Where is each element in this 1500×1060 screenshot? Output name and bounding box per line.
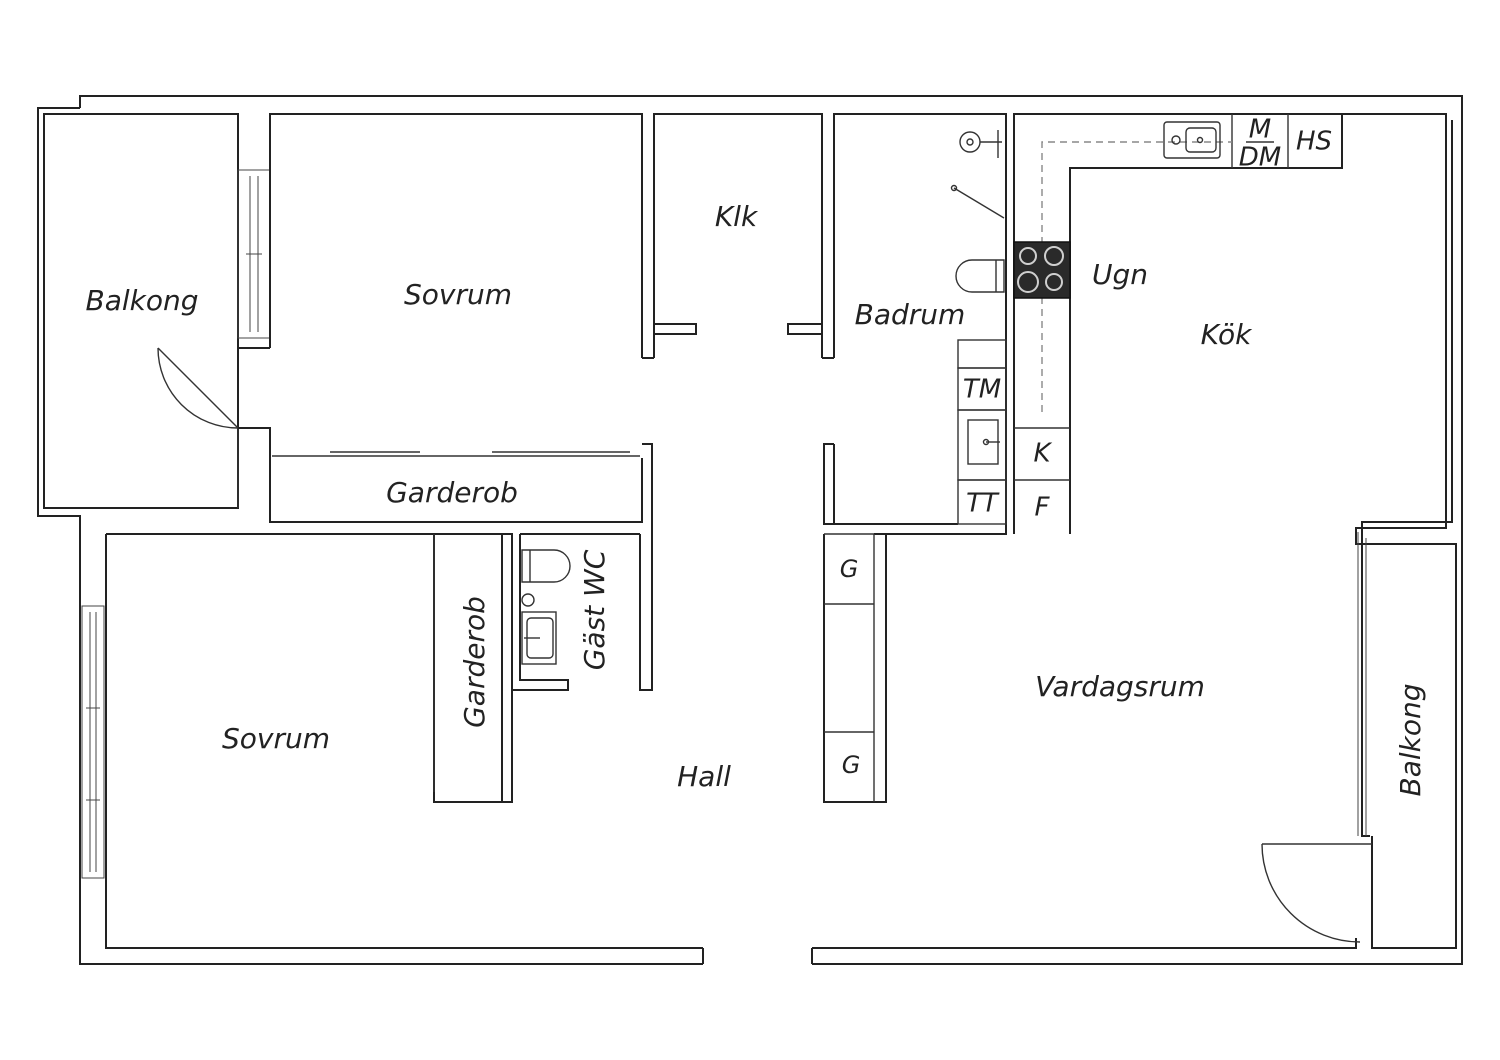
label-freezer: F <box>1035 493 1051 523</box>
guest-wc <box>512 533 640 691</box>
room-label-hall: Hall <box>677 760 731 793</box>
label-dishwasher: DM <box>1239 143 1281 173</box>
sink-icon <box>967 419 1000 465</box>
room-label-wardrobe-north: Garderob <box>386 476 518 509</box>
window-icon <box>237 169 271 339</box>
kitchen-counters <box>1013 113 1447 545</box>
window-icon <box>81 605 105 879</box>
wardrobe-north <box>269 443 653 691</box>
label-wardrobe-top: G <box>840 555 859 583</box>
label-oven: Ugn <box>1092 258 1148 291</box>
room-label-kitchen: Kök <box>1201 318 1253 351</box>
room-label-wardrobe-south: Garderob <box>458 596 491 728</box>
closet-klk <box>642 113 834 359</box>
label-wardrobe-bottom: G <box>842 751 861 779</box>
label-high-cabinet: HS <box>1296 127 1332 157</box>
hob-icon <box>1013 241 1071 299</box>
label-microwave: M <box>1249 115 1271 145</box>
kitchen-sink-icon <box>1163 121 1221 159</box>
room-labels: Balkong Sovrum Klk Badrum Ugn Kök Garder… <box>85 115 1427 797</box>
door-swing-icon <box>1261 843 1372 943</box>
wardrobe-south <box>106 533 513 803</box>
label-dryer: TT <box>966 489 1000 519</box>
bedroom-north <box>238 113 643 458</box>
room-label-guest-wc: Gäst WC <box>578 549 611 670</box>
shower-icon <box>950 130 1005 219</box>
room-label-balcony-west: Balkong <box>85 284 198 317</box>
door-swing-icon <box>157 347 239 429</box>
room-label-klk: Klk <box>715 200 759 233</box>
balcony-east <box>1261 120 1457 949</box>
bathroom <box>823 113 1007 535</box>
toilet-icon <box>955 259 1005 293</box>
room-label-balcony-east: Balkong <box>1394 683 1427 796</box>
sink-icon <box>521 593 557 665</box>
room-label-bedroom-north: Sovrum <box>404 278 512 311</box>
label-washing-machine: TM <box>963 375 1001 405</box>
toilet-icon <box>521 549 571 583</box>
room-label-living-room: Vardagsrum <box>1035 670 1205 703</box>
room-label-bathroom: Badrum <box>855 298 966 331</box>
hall-closets <box>823 533 887 803</box>
room-label-bedroom-south: Sovrum <box>222 722 330 755</box>
outer-walls <box>37 95 1463 965</box>
label-fridge: K <box>1033 439 1052 469</box>
